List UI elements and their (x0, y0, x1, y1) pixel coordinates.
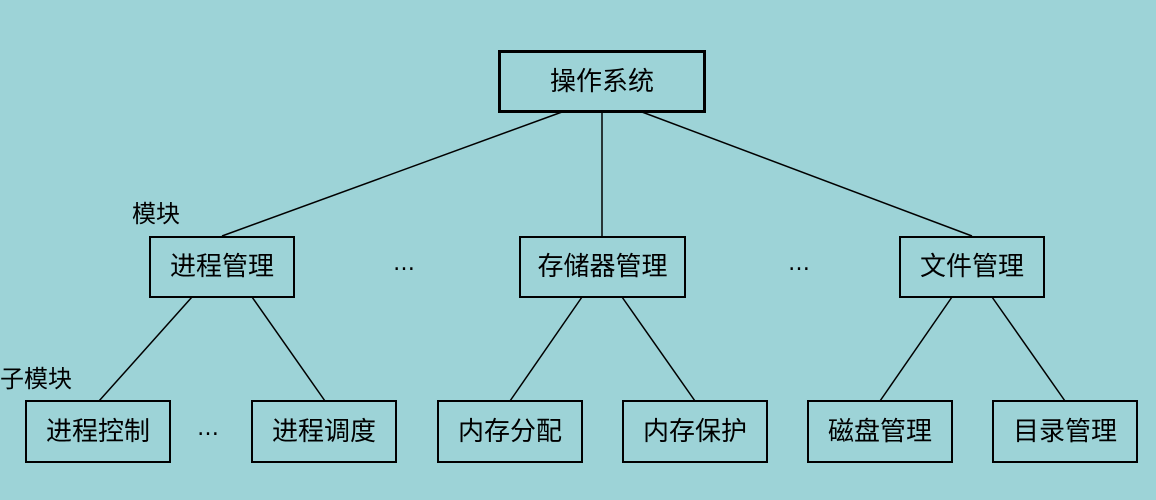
submodule-memory-allocation-label: 内存分配 (457, 416, 562, 447)
submodule-memory-protection-label: 内存保护 (642, 416, 747, 447)
module-file-management: 文件管理 (899, 236, 1045, 298)
module-process-management-label: 进程管理 (169, 252, 274, 282)
edge-memory-to-protect (621, 296, 696, 402)
submodule-disk-management-label: 磁盘管理 (827, 416, 932, 447)
submodule-disk-management: 磁盘管理 (807, 400, 953, 463)
module-ellipsis-right: … (788, 251, 811, 276)
module-file-management-label: 文件管理 (919, 252, 1024, 282)
submodule-process-scheduling-label: 进程调度 (271, 416, 376, 447)
root-node: 操作系统 (498, 50, 706, 113)
edge-memory-to-alloc (509, 296, 583, 402)
module-memory-management: 存储器管理 (519, 236, 686, 298)
submodule-process-control-label: 进程控制 (45, 416, 150, 447)
root-node-label: 操作系统 (549, 66, 654, 97)
submodule-process-control: 进程控制 (25, 400, 171, 463)
module-ellipsis-left: … (393, 251, 416, 276)
submodule-memory-allocation: 内存分配 (437, 400, 583, 463)
submodule-level-label: 子模块 (0, 365, 72, 393)
module-process-management: 进程管理 (149, 236, 295, 298)
submodule-ellipsis: … (197, 416, 220, 441)
submodule-directory-management: 目录管理 (992, 400, 1138, 463)
submodule-memory-protection: 内存保护 (622, 400, 768, 463)
edge-process-to-control (98, 296, 193, 402)
edge-root-to-process (221, 111, 563, 237)
submodule-directory-management-label: 目录管理 (1012, 416, 1117, 447)
submodule-process-scheduling: 进程调度 (251, 400, 397, 463)
edge-file-to-disk (879, 296, 953, 402)
module-level-label: 模块 (132, 200, 180, 228)
module-memory-management-label: 存储器管理 (537, 252, 668, 282)
edge-root-to-file (641, 111, 973, 237)
edge-process-to-schedule (251, 296, 326, 402)
edge-file-to-dir (991, 296, 1066, 402)
